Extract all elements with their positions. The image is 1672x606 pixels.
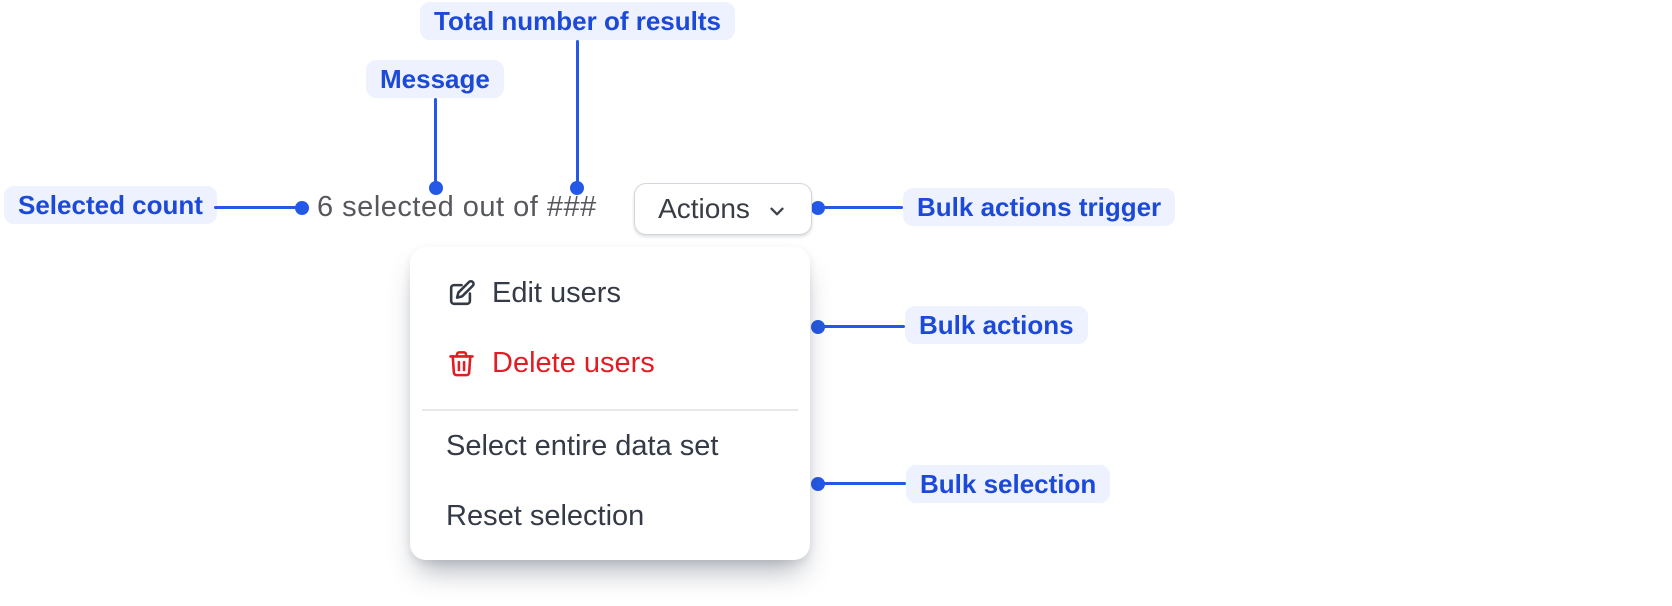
connector-line-bulk-actions-trigger bbox=[818, 206, 903, 209]
connector-dot-total-results bbox=[570, 181, 584, 195]
connector-line-message bbox=[434, 98, 437, 188]
annotation-bulk-actions-trigger: Bulk actions trigger bbox=[903, 188, 1176, 226]
menu-item-delete-users[interactable]: Delete users bbox=[410, 328, 810, 398]
menu-item-label: Edit users bbox=[492, 276, 621, 309]
menu-item-label: Delete users bbox=[492, 346, 655, 379]
pencil-square-icon bbox=[449, 279, 475, 305]
menu-item-label: Select entire data set bbox=[446, 429, 719, 462]
connector-line-total-results bbox=[576, 40, 579, 188]
actions-button-label: Actions bbox=[658, 193, 750, 224]
selection-count-message: 6 selected out of ### bbox=[317, 191, 597, 223]
menu-item-edit-users[interactable]: Edit users bbox=[410, 258, 810, 328]
menu-item-label: Reset selection bbox=[446, 499, 645, 532]
annotation-bulk-selection: Bulk selection bbox=[906, 465, 1111, 503]
annotation-message: Message bbox=[366, 60, 504, 98]
connector-dot-selected-count bbox=[295, 201, 309, 215]
connector-line-bulk-selection bbox=[818, 482, 906, 485]
menu-divider bbox=[422, 409, 798, 411]
connector-line-selected-count bbox=[214, 206, 302, 209]
annotation-bulk-actions: Bulk actions bbox=[905, 306, 1088, 344]
connector-dot-bulk-selection bbox=[811, 477, 825, 491]
trash-icon bbox=[449, 350, 474, 376]
chevron-down-icon bbox=[770, 207, 784, 215]
connector-dot-bulk-actions-trigger bbox=[811, 201, 825, 215]
connector-line-bulk-actions bbox=[818, 325, 905, 328]
bulk-actions-menu: Edit users Delete users Select entire da… bbox=[410, 247, 810, 560]
connector-dot-message bbox=[429, 181, 443, 195]
connector-dot-bulk-actions bbox=[811, 320, 825, 334]
menu-item-reset-selection[interactable]: Reset selection bbox=[410, 481, 810, 551]
bulk-actions-trigger-button[interactable]: Actions bbox=[634, 183, 812, 235]
annotation-selected-count: Selected count bbox=[4, 186, 217, 224]
menu-item-select-entire-data-set[interactable]: Select entire data set bbox=[410, 411, 810, 481]
annotation-total-number-of-results: Total number of results bbox=[420, 2, 735, 40]
